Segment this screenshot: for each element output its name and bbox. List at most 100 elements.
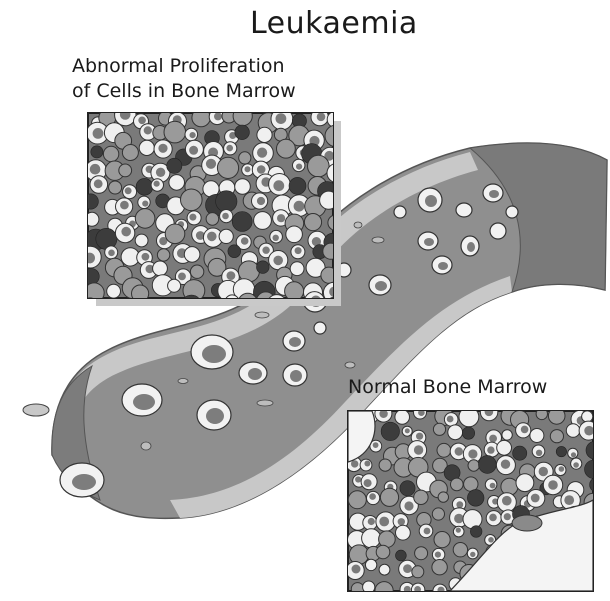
marrow-cell-nucleus — [157, 307, 164, 314]
marrow-cell-nucleus — [144, 126, 152, 134]
marrow-cell-nucleus — [120, 109, 131, 120]
marrow-cell-nucleus — [487, 446, 494, 453]
marrow-cell — [479, 456, 497, 474]
marrow-cell-nucleus — [398, 518, 405, 525]
abnormal-label-line1: Abnormal Proliferation — [72, 55, 285, 77]
marrow-cell — [153, 261, 168, 276]
marrow-cell — [91, 146, 103, 158]
page-title: Leukaemia — [250, 6, 418, 41]
marrow-cell — [348, 491, 366, 509]
marrow-cell — [396, 525, 411, 540]
marrow-cell — [459, 407, 479, 427]
marrow-cell — [468, 460, 479, 471]
marrow-cell — [566, 424, 580, 438]
marrow-cell — [119, 164, 132, 177]
normal-marrow-inset — [339, 403, 605, 597]
marrow-cell-nucleus — [548, 480, 558, 490]
marrow-cell-nucleus — [373, 442, 379, 448]
marrow-cell-nucleus — [120, 201, 129, 210]
marrow-cell — [308, 155, 330, 177]
marrow-cell-nucleus — [504, 513, 511, 520]
marrow-cell-nucleus — [257, 165, 266, 174]
marrow-cell — [375, 582, 393, 597]
marrow-cell — [380, 488, 398, 506]
marrow-cell — [289, 177, 306, 194]
marrow-cell-nucleus — [257, 197, 265, 205]
marrow-cell — [233, 107, 252, 126]
marrow-cell — [550, 430, 563, 443]
marrow-cell — [379, 564, 390, 575]
marrow-cell — [169, 175, 185, 191]
marrow-cell — [376, 545, 390, 559]
marrow-cell-nucleus — [245, 166, 251, 172]
marrow-cell-nucleus — [84, 253, 95, 264]
marrow-cell-nucleus — [564, 495, 574, 505]
marrow-cell — [434, 532, 450, 548]
marrow-cell-nucleus — [438, 587, 445, 594]
marrow-cell-nucleus — [468, 449, 477, 458]
marrow-cell-nucleus — [435, 552, 441, 558]
marrow-cell — [502, 430, 512, 440]
marrow-cell-nucleus — [207, 232, 217, 242]
abnormal-label-line2: of Cells in Bone Marrow — [72, 80, 296, 102]
marrow-cell-nucleus — [121, 227, 131, 237]
marrow-cell-nucleus — [571, 452, 576, 457]
marrow-cell — [400, 481, 415, 496]
marrow-cell-nucleus — [142, 201, 148, 207]
marrow-cell — [136, 178, 153, 195]
marrow-cell — [168, 279, 181, 292]
marrow-cell-nucleus — [447, 416, 454, 423]
marrow-cell — [448, 425, 463, 440]
marrow-cell-nucleus — [93, 128, 104, 139]
marrow-cell-nucleus — [456, 528, 461, 533]
marrow-cell — [139, 140, 154, 155]
marrow-cell — [365, 559, 376, 570]
marrow-cell — [135, 209, 155, 229]
marrow-cell-nucleus — [276, 113, 287, 124]
marrow-cell-nucleus — [94, 179, 103, 188]
marrow-cell — [184, 247, 200, 263]
normal-label: Normal Bone Marrow — [348, 376, 547, 398]
marrow-cell-nucleus — [317, 113, 326, 122]
marrow-cell — [228, 245, 241, 258]
marrow-cell — [235, 179, 251, 195]
marrow-cell — [530, 429, 544, 443]
marrow-cell-nucleus — [521, 426, 529, 434]
marrow-cell — [351, 583, 364, 596]
marrow-cell-nucleus — [501, 460, 510, 469]
marrow-cell — [432, 508, 444, 520]
marrow-cell-nucleus — [295, 247, 302, 254]
marrow-cell — [438, 492, 448, 502]
marrow-cell-nucleus — [226, 145, 233, 152]
marrow-cell — [582, 411, 593, 422]
marrow-cell-nucleus — [454, 514, 464, 524]
marrow-cell — [470, 526, 482, 538]
marrow-cell-nucleus — [404, 501, 413, 510]
marrow-cell — [219, 229, 233, 243]
marrow-cell — [536, 408, 547, 419]
marrow-cell-nucleus — [355, 476, 361, 482]
marrow-cell — [103, 146, 118, 161]
marrow-cell — [286, 226, 303, 243]
marrow-cell-nucleus — [294, 201, 305, 212]
marrow-cell-nucleus — [273, 256, 283, 266]
marrow-cell-nucleus — [156, 168, 165, 177]
marrow-cell — [290, 262, 304, 276]
marrow-cell — [135, 234, 148, 247]
marrow-cell-nucleus — [189, 214, 196, 221]
marrow-cell — [462, 427, 474, 439]
marrow-cell-nucleus — [90, 164, 101, 175]
marrow-cell — [381, 422, 399, 440]
marrow-cell-nucleus — [241, 237, 249, 245]
marrow-cell-nucleus — [352, 565, 361, 574]
marrow-cell-nucleus — [257, 148, 267, 158]
marrow-cell-nucleus — [227, 271, 236, 280]
marrow-cell — [181, 189, 203, 211]
marrow-cell — [83, 268, 99, 284]
marrow-cell — [277, 139, 296, 158]
marrow-cell — [122, 145, 138, 161]
marrow-cell-nucleus — [368, 518, 375, 525]
marrow-cell — [82, 298, 99, 315]
marrow-cell — [513, 446, 527, 460]
marrow-cell — [164, 121, 186, 143]
